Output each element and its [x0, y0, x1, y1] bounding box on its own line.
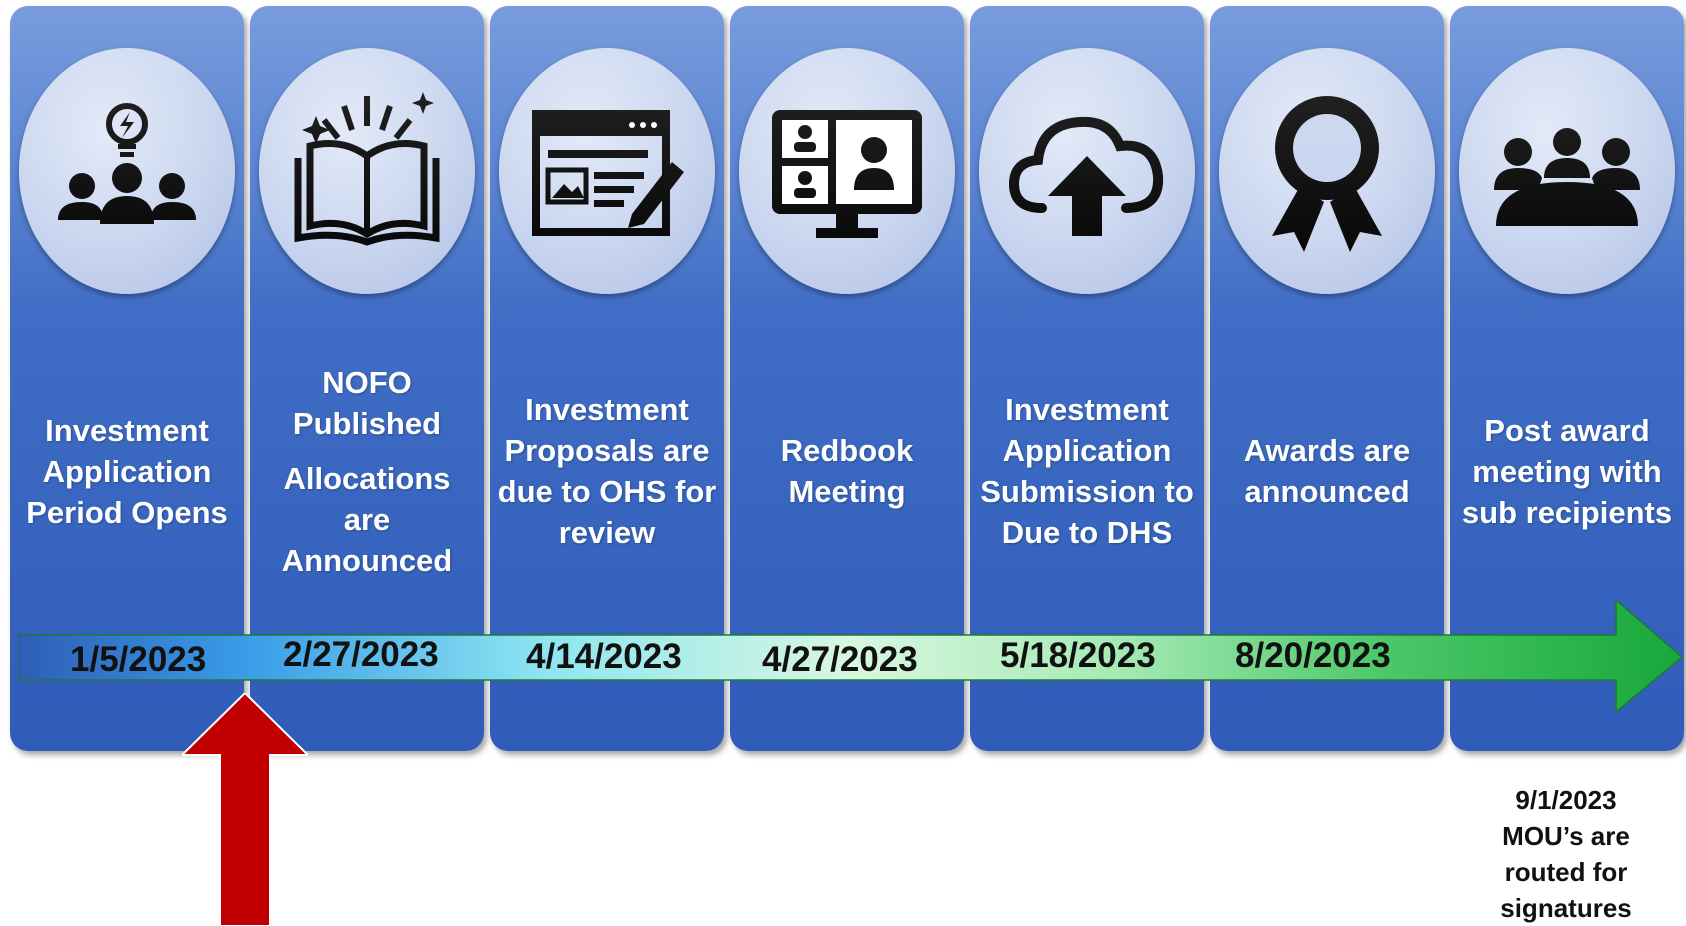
timeline-arrow: [18, 600, 1684, 714]
step-panel-3: Investment Proposals are due to OHS for …: [490, 6, 724, 751]
video-meeting-icon: [772, 110, 922, 238]
date-label: 5/18/2023: [1000, 636, 1156, 675]
date-label: 4/27/2023: [762, 640, 918, 679]
step-title: Awards are announced: [1243, 433, 1411, 509]
current-position-arrow: [182, 693, 308, 926]
browser-edit-icon: [532, 110, 684, 236]
step-title: Investment Application Submission to Due…: [980, 392, 1194, 550]
cloud-upload-icon: [1008, 116, 1164, 236]
step-panel-4: Redbook Meeting: [730, 6, 964, 751]
date-label: 8/20/2023: [1235, 636, 1391, 675]
mou-date: 9/1/2023: [1515, 785, 1617, 815]
step-title: Investment Application Period Opens: [26, 412, 228, 530]
step-icon-circle: [979, 48, 1195, 294]
step-icon-circle: [1459, 48, 1675, 294]
group-meeting-icon: [1494, 128, 1640, 226]
step-panel-1: Investment Application Period Opens: [10, 6, 244, 751]
step-icon-circle: [499, 48, 715, 294]
date-label: 4/14/2023: [526, 637, 682, 676]
step-icon-circle: [19, 48, 235, 294]
date-label: 1/5/2023: [70, 640, 207, 679]
mou-note: 9/1/2023 MOU’s are routed for signatures: [1470, 782, 1662, 926]
date-label: 2/27/2023: [283, 635, 439, 674]
team-idea-icon: [58, 103, 196, 224]
step-panel-6: Awards are announced: [1210, 6, 1444, 751]
step-icon-circle: [739, 48, 955, 294]
mou-text: MOU’s are routed for signatures: [1500, 821, 1632, 923]
step-title: Investment Proposals are due to OHS for …: [497, 392, 717, 550]
step-panel-5: Investment Application Submission to Due…: [970, 6, 1204, 751]
step-title: Post award meeting with sub recipients: [1461, 412, 1673, 530]
step-icon-circle: [259, 48, 475, 294]
step-panel-2: NOFO Published Allocations are Announced: [250, 6, 484, 751]
step-icon-circle: [1219, 48, 1435, 294]
step-subtitle: Allocations are Announced: [281, 460, 453, 578]
open-book-icon: [294, 92, 440, 246]
step-title: NOFO Published Allocations are Announced: [256, 321, 478, 621]
award-ribbon-icon: [1272, 96, 1382, 252]
step-title: Redbook Meeting: [780, 433, 914, 509]
